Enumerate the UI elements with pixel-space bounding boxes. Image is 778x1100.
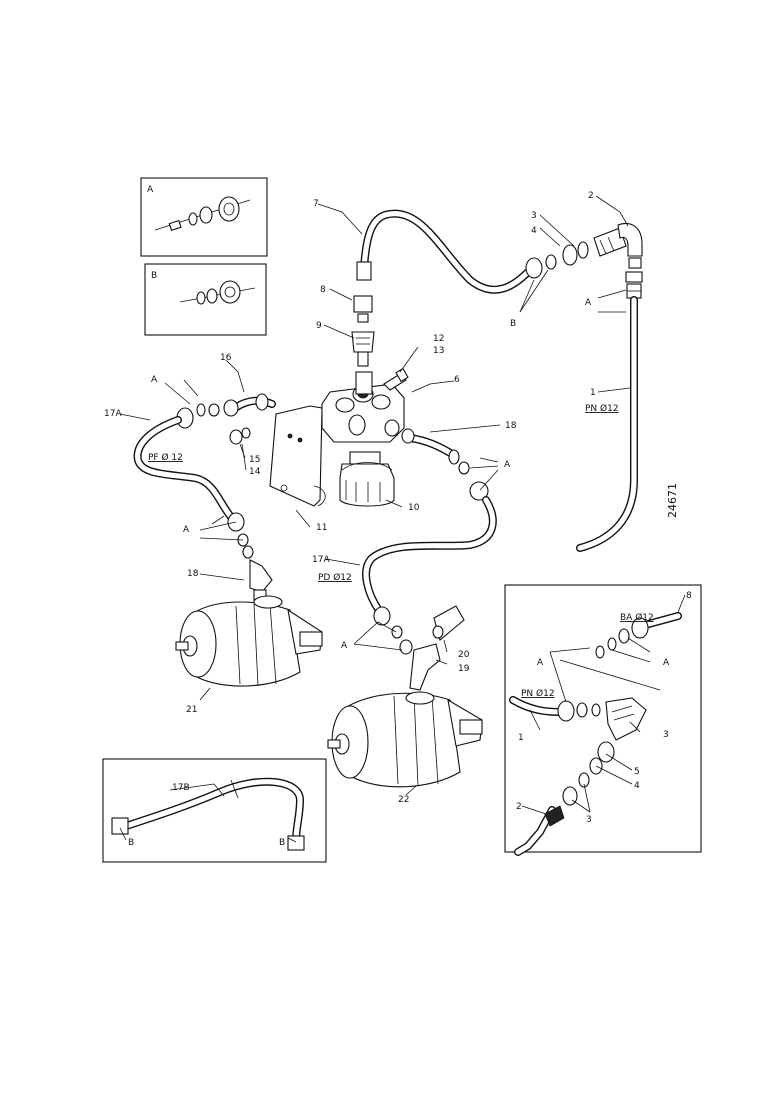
pipe-spec-pn12-right: PN Ø12 (585, 403, 619, 414)
hose-18-right (401, 428, 489, 501)
label-21: 21 (186, 705, 197, 715)
detail-box-17b (102, 758, 327, 863)
pipe-17a-mid (362, 496, 497, 691)
tee-19 (409, 643, 441, 691)
label-17b: 17B (172, 783, 190, 793)
label-19: 19 (458, 664, 470, 674)
label-a-left-mid: A (183, 525, 190, 535)
label-9: 9 (316, 321, 322, 331)
brake-chamber-22 (327, 691, 483, 788)
label-7-top: 7 (313, 199, 319, 209)
elbow-2 (617, 223, 643, 257)
inset-label-a-left: A (537, 658, 544, 668)
hose-16-left (176, 393, 276, 445)
label-20: 20 (458, 650, 470, 660)
label-15: 15 (249, 455, 260, 465)
label-a-left-top: A (151, 375, 158, 385)
label-3-top: 3 (531, 211, 537, 221)
inset-label-a-right: A (663, 658, 670, 668)
pipe-spec-pn12-inset: PN Ø12 (521, 688, 555, 699)
label-17a-left: 17A (104, 409, 122, 419)
label-14: 14 (249, 467, 261, 477)
coupling-group-top-right (525, 223, 643, 299)
label-b-bot-right: B (279, 838, 285, 848)
drawing-number: 24671 (666, 483, 679, 518)
leader-lines (119, 195, 686, 843)
bolt-12-13 (383, 367, 409, 391)
relay-valve-6 (321, 371, 405, 443)
label-10: 10 (408, 503, 420, 513)
nut-8 (353, 295, 373, 313)
detail-box-a: A (140, 177, 268, 257)
pipe-17a-left (133, 416, 273, 601)
elbow-18-left (249, 559, 273, 593)
label-b-bot-left: B (128, 838, 134, 848)
label-13: 13 (433, 346, 444, 356)
label-a-mid: A (341, 641, 348, 651)
pipe-spec-pd12: PD Ø12 (318, 572, 352, 583)
label-17a-mid: 17A (312, 555, 330, 565)
label-2-top: 2 (588, 191, 594, 201)
label-12: 12 (433, 334, 444, 344)
detail-box-a-label: A (147, 185, 154, 195)
label-b-top-right: B (510, 319, 516, 329)
part-labels: 7 8 9 12 13 6 16 A 17A 15 14 PF Ø 12 11 … (104, 191, 692, 848)
inset-label-5: 5 (634, 767, 640, 777)
inset-label-1: 1 (518, 733, 524, 743)
inset-label-2: 2 (516, 802, 522, 812)
detail-box-b: B (144, 263, 267, 336)
label-a-right-mid: A (504, 460, 511, 470)
pipe-1-right (576, 296, 638, 552)
detail-box-right-inset (504, 584, 702, 856)
label-18-right: 18 (505, 421, 517, 431)
pipe-spec-pf12: PF Ø 12 (148, 452, 183, 463)
label-8-top: 8 (320, 285, 326, 295)
detail-box-b-label: B (151, 271, 157, 281)
label-11: 11 (316, 523, 327, 533)
label-18-left: 18 (187, 569, 199, 579)
label-16-top: 16 (220, 353, 232, 363)
pipe-spec-ba12: BA Ø12 (620, 612, 654, 623)
hose-7-top (351, 209, 532, 367)
nut-15 (229, 429, 243, 445)
label-6: 6 (454, 375, 460, 385)
inset-label-3: 3 (663, 730, 669, 740)
label-4-top: 4 (531, 226, 537, 236)
inset-label-8: 8 (686, 591, 692, 601)
inset-label-4: 4 (634, 781, 640, 791)
air-dryer-10 (339, 451, 395, 507)
fitting-9 (351, 331, 375, 353)
bracket-11 (269, 405, 326, 507)
brake-chamber-21 (175, 595, 323, 687)
label-a-top-right: A (585, 298, 592, 308)
label-1-right: 1 (590, 388, 596, 398)
label-22: 22 (398, 795, 409, 805)
inset-label-3b: 3 (586, 815, 592, 825)
